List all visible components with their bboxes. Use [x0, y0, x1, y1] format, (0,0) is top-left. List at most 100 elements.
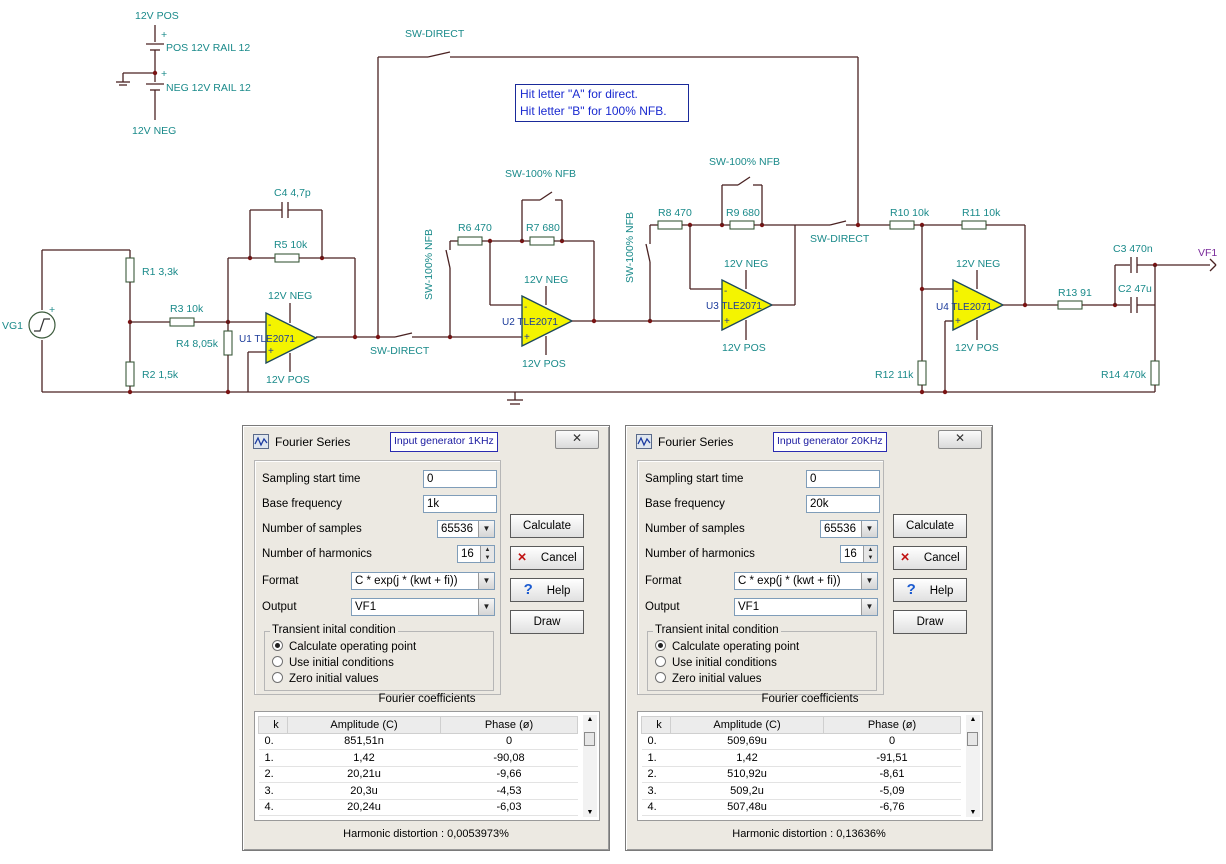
- title-bar[interactable]: Fourier Series Input generator 20KHz ✕: [632, 430, 984, 452]
- chevron-down-icon[interactable]: ▼: [861, 521, 877, 537]
- label-r11: R11 10k: [962, 207, 1001, 219]
- label-sw-direct-top: SW-DIRECT: [405, 28, 465, 40]
- label-sw-nfb-u2-top: SW-100% NFB: [505, 168, 576, 180]
- samples-select[interactable]: 65536▼: [820, 520, 878, 538]
- spinner-icon[interactable]: ▲▼: [480, 546, 494, 562]
- table-row[interactable]: 3.20,3u-4,53: [258, 782, 578, 800]
- spinner-icon[interactable]: ▲▼: [863, 546, 877, 562]
- cell-phase: -6,03: [440, 799, 578, 816]
- table-row[interactable]: 4.507,48u-6,76: [641, 799, 961, 816]
- harmonics-stepper[interactable]: 16▲▼: [840, 545, 878, 563]
- col-amplitude: Amplitude (C): [287, 716, 441, 734]
- fourier-coefficients-table: Fourier coefficients k Amplitude (C) Pha…: [254, 693, 600, 821]
- table-row[interactable]: 1.1,42-91,51: [641, 749, 961, 767]
- svg-text:+: +: [724, 316, 730, 327]
- calculate-button[interactable]: Calculate: [893, 514, 967, 538]
- cancel-button[interactable]: ✕Cancel: [893, 546, 967, 570]
- cell-k: 0.: [641, 733, 671, 750]
- table-row[interactable]: 3.509,2u-5,09: [641, 782, 961, 800]
- chevron-down-icon[interactable]: ▼: [861, 573, 877, 589]
- u2-stage: [445, 191, 650, 355]
- cancel-button[interactable]: ✕Cancel: [510, 546, 584, 570]
- table-row[interactable]: 1.1,42-90,08: [258, 749, 578, 767]
- sw-direct-bypass[interactable]: [377, 51, 859, 337]
- output-value: VF1: [355, 601, 377, 613]
- help-icon: ?: [906, 581, 916, 598]
- scroll-down-icon[interactable]: ▼: [586, 809, 594, 816]
- radio-zero-initial[interactable]: Zero initial values: [655, 672, 761, 686]
- format-label: Format: [645, 575, 682, 587]
- circuit-schematic[interactable]: ++ 12V POS POS 12V RAIL 12 NEG 12V RAIL …: [0, 0, 1226, 420]
- harmonic-distortion-label: Harmonic distortion :: [732, 828, 834, 840]
- format-select[interactable]: C * exp(j * (kwt + fi))▼: [734, 572, 878, 590]
- draw-button[interactable]: Draw: [510, 610, 584, 634]
- cell-k: 4.: [258, 799, 288, 816]
- radio-label: Use initial conditions: [672, 657, 777, 669]
- chevron-down-icon[interactable]: ▼: [478, 573, 494, 589]
- label-sw-nfb-u3-vert: SW-100% NFB: [624, 212, 636, 283]
- sampling-start-field[interactable]: 0: [806, 470, 880, 488]
- vertical-scrollbar[interactable]: ▲ ▼: [583, 715, 597, 817]
- radio-zero-initial[interactable]: Zero initial values: [272, 672, 378, 686]
- radio-label: Calculate operating point: [672, 641, 800, 653]
- fourier-coefficients-table: Fourier coefficients k Amplitude (C) Pha…: [637, 693, 983, 821]
- radio-calculate-op[interactable]: Calculate operating point: [655, 640, 799, 654]
- sampling-start-label: Sampling start time: [262, 473, 361, 485]
- cell-amp: 1,42: [670, 749, 824, 767]
- base-frequency-label: Base frequency: [645, 498, 725, 510]
- chevron-down-icon[interactable]: ▼: [478, 521, 494, 537]
- chevron-down-icon[interactable]: ▼: [478, 599, 494, 615]
- scroll-up-icon[interactable]: ▲: [586, 716, 594, 723]
- radio-initial-conditions[interactable]: Use initial conditions: [272, 656, 394, 670]
- cell-amp: 509,2u: [670, 782, 824, 800]
- output-value: VF1: [738, 601, 760, 613]
- table-row[interactable]: 2.510,92u-8,61: [641, 766, 961, 783]
- label-sw-nfb-u3-top: SW-100% NFB: [709, 156, 780, 168]
- format-select[interactable]: C * exp(j * (kwt + fi))▼: [351, 572, 495, 590]
- radio-initial-conditions[interactable]: Use initial conditions: [655, 656, 777, 670]
- label-u1: U1 TLE2071: [239, 334, 295, 345]
- table-row[interactable]: 4.20,24u-6,03: [258, 799, 578, 816]
- draw-button[interactable]: Draw: [893, 610, 967, 634]
- samples-select[interactable]: 65536▼: [437, 520, 495, 538]
- radio-calculate-op[interactable]: Calculate operating point: [272, 640, 416, 654]
- harmonic-distortion: Harmonic distortion : 0,0053973%: [243, 828, 609, 840]
- svg-text:+: +: [161, 68, 167, 80]
- title-bar[interactable]: Fourier Series Input generator 1KHz ✕: [249, 430, 601, 452]
- vertical-scrollbar[interactable]: ▲ ▼: [966, 715, 980, 817]
- cell-phase: -91,51: [823, 749, 961, 767]
- base-frequency-field[interactable]: 1k: [423, 495, 497, 513]
- transient-group: Transient inital condition Calculate ope…: [647, 624, 877, 691]
- label-r10: R10 10k: [890, 207, 930, 219]
- help-button[interactable]: ?Help: [893, 578, 967, 602]
- scroll-down-icon[interactable]: ▼: [969, 809, 977, 816]
- help-icon: ?: [523, 581, 533, 598]
- calculate-button[interactable]: Calculate: [510, 514, 584, 538]
- vg1-generator[interactable]: +: [28, 249, 130, 392]
- output-select[interactable]: VF1 ▼: [734, 598, 878, 616]
- output-select[interactable]: VF1 ▼: [351, 598, 495, 616]
- close-button[interactable]: ✕: [938, 430, 982, 449]
- label-r7: R7 680: [526, 222, 560, 234]
- radio-selected-icon: [272, 640, 283, 651]
- harmonics-stepper[interactable]: 16▲▼: [457, 545, 495, 563]
- help-button[interactable]: ?Help: [510, 578, 584, 602]
- label-pos-rail: POS 12V RAIL 12: [166, 42, 250, 54]
- close-button[interactable]: ✕: [555, 430, 599, 449]
- sampling-start-field[interactable]: 0: [423, 470, 497, 488]
- cell-amp: 20,21u: [287, 766, 441, 783]
- scroll-thumb[interactable]: [967, 732, 978, 746]
- scroll-up-icon[interactable]: ▲: [969, 716, 977, 723]
- table-row[interactable]: 2.20,21u-9,66: [258, 766, 578, 783]
- settings-panel: Sampling start time 0 Base frequency 20k…: [637, 460, 884, 695]
- svg-text:+: +: [161, 29, 167, 41]
- label-u4: U4 TLE2071: [936, 302, 992, 313]
- radio-label: Calculate operating point: [289, 641, 417, 653]
- scroll-thumb[interactable]: [584, 732, 595, 746]
- label-r14: R14 470k: [1101, 369, 1147, 381]
- cell-amp: 509,69u: [670, 733, 824, 750]
- base-frequency-field[interactable]: 20k: [806, 495, 880, 513]
- chevron-down-icon[interactable]: ▼: [861, 599, 877, 615]
